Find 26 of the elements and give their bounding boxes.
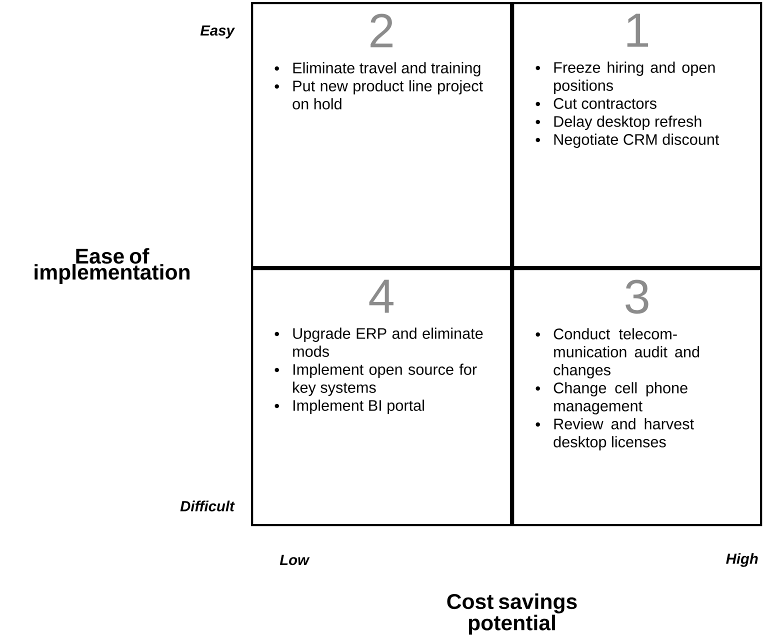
- quadrant-number: 3: [626, 280, 648, 314]
- axis-end-label: Easy: [200, 25, 235, 39]
- bullet-item: Put new product line project on hold: [274, 80, 483, 110]
- axis-end-label: High: [726, 553, 758, 567]
- axis-end-label: Low: [280, 554, 310, 566]
- bullet-item: Conduct telecom-munication audit and changes: [536, 328, 700, 378]
- bullet-item: Negotiate CRM discount: [536, 134, 720, 148]
- axis-end-label: Difficult: [180, 500, 235, 512]
- axis-title: Cost savings potential: [447, 593, 577, 635]
- quadrant-cell: [512, 268, 762, 526]
- quadrant-cell: [251, 268, 512, 526]
- quadrant-number: 4: [369, 280, 394, 313]
- bullet-item: Implement open source for key systems: [274, 364, 477, 396]
- axis-title: Ease of implementation: [34, 248, 190, 284]
- bullet-item: Cut contractors: [536, 98, 656, 109]
- bullet-item: Eliminate travel and training: [274, 62, 480, 76]
- bullet-item: Delay desktop refresh: [536, 116, 702, 130]
- quadrant-cell: [251, 2, 512, 268]
- bullet-item: Change cell phone management: [536, 382, 688, 414]
- quadrant-number: 2: [370, 14, 392, 48]
- bullet-item: Review and harvest desktop licenses: [536, 418, 694, 450]
- bullet-item: Upgrade ERP and eliminate mods: [274, 328, 483, 357]
- bullet-item: Freeze hiring and open positions: [536, 62, 715, 94]
- quadrant-cell: [512, 2, 762, 268]
- quadrant-number: 1: [627, 14, 648, 47]
- bullet-item: Implement BI portal: [274, 400, 424, 414]
